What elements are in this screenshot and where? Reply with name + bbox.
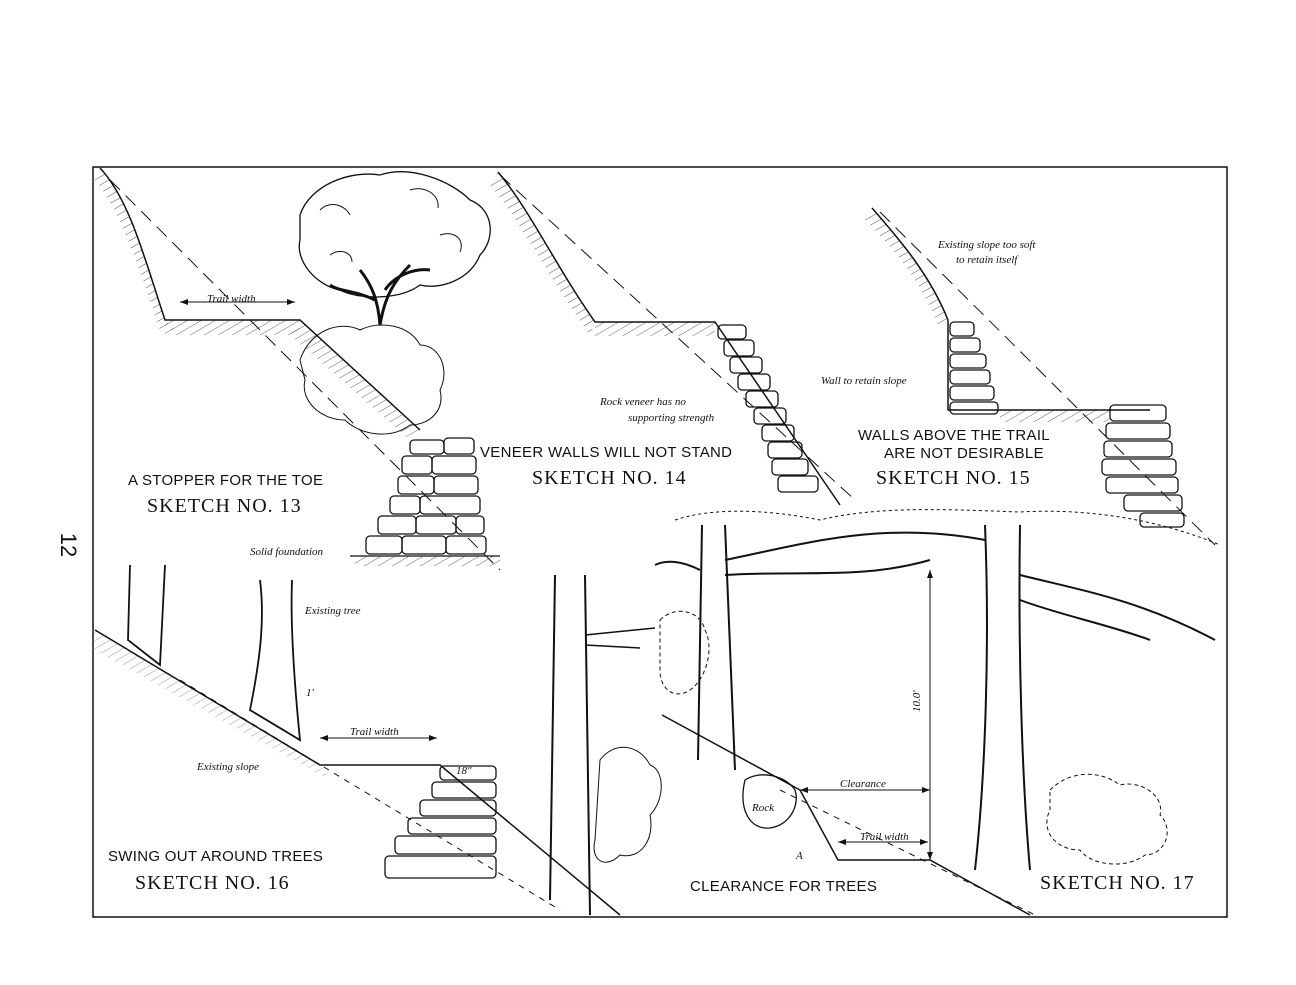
page-number: 12 [56,532,82,558]
s13-caption: A STOPPER FOR THE TOE [128,472,324,489]
s16-trail-width-note: Trail width [350,726,399,738]
s16-tree-note: Existing tree [305,605,361,617]
s13-foundation-note: Solid foundation [250,546,324,558]
s17-caption: CLEARANCE FOR TREES [690,878,878,895]
s17-title: SKETCH NO. 17 [1040,872,1195,894]
sketch-16-drawing [94,564,662,916]
s14-veneer-note-2: supporting strength [628,412,715,424]
s13-trail-width-note: Trail width [207,293,256,305]
s17-a-note: A [796,850,803,862]
s16-caption: SWING OUT AROUND TREES [108,848,324,865]
s17-trail-width-note: Trail width [860,831,909,843]
s15-soft-note-1: Existing slope too soft [938,239,1036,251]
s14-caption: VENEER WALLS WILL NOT STAND [480,444,733,461]
s15-wall-note: Wall to retain slope [821,375,907,387]
sketch-15-drawing [865,207,1216,546]
frame-border [92,166,1228,918]
s16-one-foot-note: 1' [306,687,314,699]
s15-caption-2: ARE NOT DESIRABLE [884,445,1044,462]
s16-eighteen-note: 18" [456,765,472,777]
s15-soft-note-2: to retain itself [956,254,1018,266]
s17-height-note: 10.0' [911,690,923,712]
s15-title: SKETCH NO. 15 [876,467,1031,489]
s13-title: SKETCH NO. 13 [147,495,302,517]
s14-veneer-note-1: Rock veneer has no [600,396,686,408]
s14-title: SKETCH NO. 14 [532,467,687,489]
s16-title: SKETCH NO. 16 [135,872,290,894]
s17-clearance-note: Clearance [840,778,886,790]
s17-rock-note: Rock [752,802,774,814]
sketch-13-drawing [95,167,501,571]
s16-slope-note: Existing slope [197,761,260,773]
sketch-17-drawing [654,509,1221,916]
sketch-14-drawing [490,171,856,506]
s15-caption-1: WALLS ABOVE THE TRAIL [858,427,1050,444]
